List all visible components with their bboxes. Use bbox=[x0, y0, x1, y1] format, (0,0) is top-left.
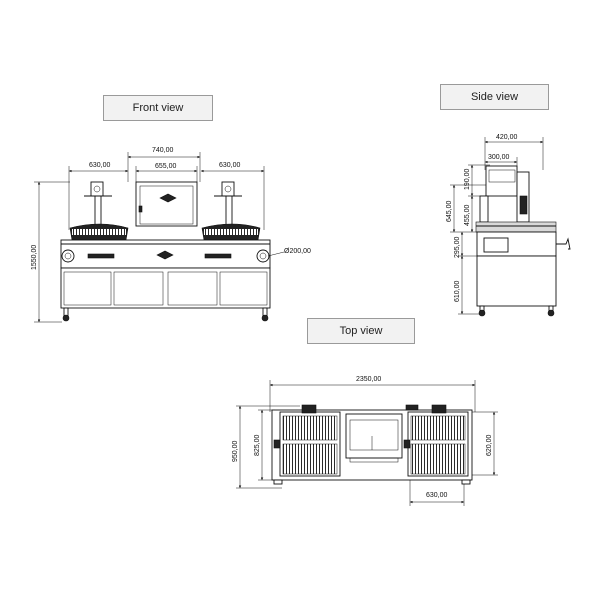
top-view-label: Top view bbox=[307, 318, 415, 344]
dim-side-h-610: 610,00 bbox=[454, 280, 461, 302]
dim-side-depth-inner: 300,00 bbox=[488, 154, 510, 161]
front-view-drawing bbox=[34, 152, 285, 323]
dim-top-depth-825: 825,00 bbox=[254, 434, 261, 456]
dim-side-h-455: 455,00 bbox=[464, 204, 471, 226]
dim-side-h-645: 645,00 bbox=[446, 200, 453, 222]
dim-front-center-outer: 740,00 bbox=[152, 147, 174, 154]
dim-front-total-height: 1550,00 bbox=[31, 245, 38, 270]
dim-top-total-width: 2350,00 bbox=[356, 376, 381, 383]
side-view-drawing bbox=[450, 137, 571, 317]
front-view-label: Front view bbox=[103, 95, 213, 121]
dim-front-left-width: 630,00 bbox=[89, 162, 111, 169]
dim-side-h-295: 295,00 bbox=[454, 236, 461, 258]
dim-top-depth-950: 950,00 bbox=[232, 440, 239, 462]
dim-side-depth-outer: 420,00 bbox=[496, 134, 518, 141]
dim-top-depth-620: 620,00 bbox=[486, 434, 493, 456]
top-view-drawing bbox=[236, 380, 498, 506]
dim-front-right-width: 630,00 bbox=[219, 162, 241, 169]
dim-front-diameter: Ø200,00 bbox=[284, 248, 311, 255]
dim-top-width-630: 630,00 bbox=[426, 492, 448, 499]
side-view-label: Side view bbox=[440, 84, 549, 110]
dim-side-h-190: 190,00 bbox=[464, 168, 471, 190]
dim-front-center-inner: 655,00 bbox=[155, 163, 177, 170]
